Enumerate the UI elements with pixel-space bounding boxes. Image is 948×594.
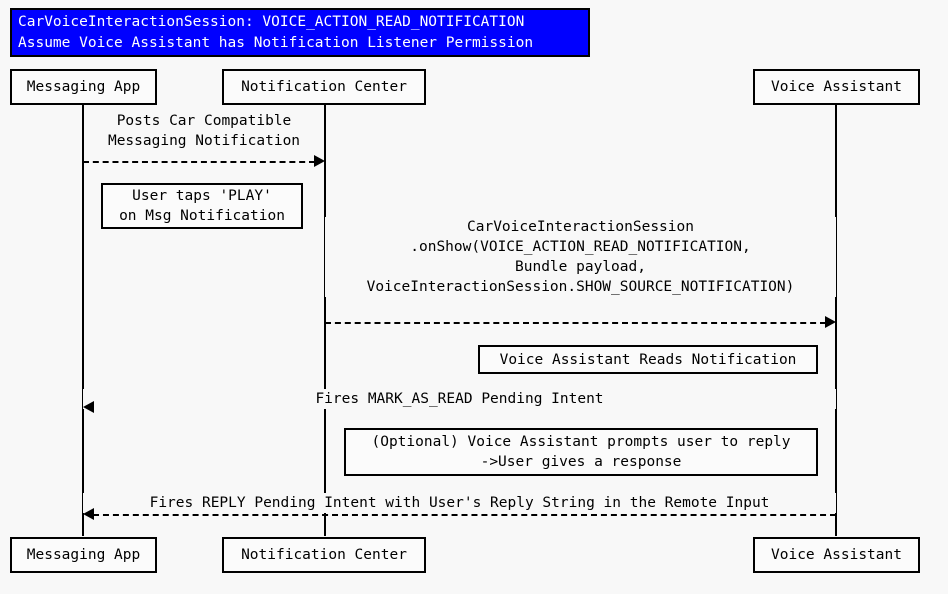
message-arrow-on-show-read-notification bbox=[325, 322, 826, 324]
participant-notification-center-top[interactable]: Notification Center bbox=[222, 69, 426, 105]
arrow-head-left-icon bbox=[83, 508, 94, 520]
diagram-title-banner: CarVoiceInteractionSession: VOICE_ACTION… bbox=[10, 8, 590, 57]
message-label-posts-car-compatible-notification: Posts Car Compatible Messaging Notificat… bbox=[83, 111, 325, 151]
note-line: (Optional) Voice Assistant prompts user … bbox=[371, 434, 791, 450]
arrow-head-right-icon bbox=[314, 155, 325, 167]
participant-voice-assistant-bottom[interactable]: Voice Assistant bbox=[753, 537, 920, 573]
message-line: VoiceInteractionSession.SHOW_SOURCE_NOTI… bbox=[325, 277, 836, 297]
lifeline-messaging-app bbox=[82, 104, 84, 536]
note-line: ->User gives a response bbox=[480, 454, 682, 470]
arrow-head-right-icon bbox=[825, 316, 836, 328]
participant-notification-center-bottom[interactable]: Notification Center bbox=[222, 537, 426, 573]
message-arrow-posts-car-compatible-notification bbox=[83, 161, 315, 163]
note-user-taps-play: User taps 'PLAY' on Msg Notification bbox=[101, 183, 303, 229]
message-line: CarVoiceInteractionSession bbox=[325, 217, 836, 237]
message-line: Fires REPLY Pending Intent with User's R… bbox=[83, 493, 836, 513]
note-line: User taps 'PLAY' bbox=[132, 188, 272, 204]
note-optional-prompts-user-to-reply: (Optional) Voice Assistant prompts user … bbox=[344, 428, 818, 476]
participant-label: Messaging App bbox=[26, 79, 141, 95]
diagram-title-line-1: CarVoiceInteractionSession: VOICE_ACTION… bbox=[18, 13, 525, 30]
lifeline-notification-center bbox=[324, 104, 326, 536]
message-arrow-fires-reply-pending-intent bbox=[93, 514, 836, 516]
participant-label: Messaging App bbox=[26, 547, 141, 563]
diagram-title-line-2: Assume Voice Assistant has Notification … bbox=[18, 34, 534, 51]
note-voice-assistant-reads-notification: Voice Assistant Reads Notification bbox=[478, 345, 818, 374]
lifeline-voice-assistant bbox=[835, 104, 837, 536]
arrow-head-left-icon bbox=[83, 401, 94, 413]
participant-label: Notification Center bbox=[241, 79, 407, 95]
note-line: on Msg Notification bbox=[119, 208, 285, 224]
participant-messaging-app-top[interactable]: Messaging App bbox=[10, 69, 157, 105]
message-arrow-fires-mark-as-read-pending-intent bbox=[93, 407, 836, 409]
message-label-fires-reply-pending-intent: Fires REPLY Pending Intent with User's R… bbox=[83, 493, 836, 513]
note-line: Voice Assistant Reads Notification bbox=[499, 351, 797, 368]
participant-voice-assistant-top[interactable]: Voice Assistant bbox=[753, 69, 920, 105]
message-line: Fires MARK_AS_READ Pending Intent bbox=[83, 389, 836, 409]
message-line: .onShow(VOICE_ACTION_READ_NOTIFICATION, bbox=[325, 237, 836, 257]
participant-messaging-app-bottom[interactable]: Messaging App bbox=[10, 537, 157, 573]
participant-label: Notification Center bbox=[241, 547, 407, 563]
message-line: Bundle payload, bbox=[325, 257, 836, 277]
message-line: Posts Car Compatible bbox=[116, 113, 292, 129]
participant-label: Voice Assistant bbox=[771, 547, 902, 563]
message-label-on-show-read-notification: CarVoiceInteractionSession .onShow(VOICE… bbox=[325, 217, 836, 297]
message-line: Messaging Notification bbox=[107, 133, 301, 149]
participant-label: Voice Assistant bbox=[771, 79, 902, 95]
message-label-fires-mark-as-read-pending-intent: Fires MARK_AS_READ Pending Intent bbox=[83, 389, 836, 409]
